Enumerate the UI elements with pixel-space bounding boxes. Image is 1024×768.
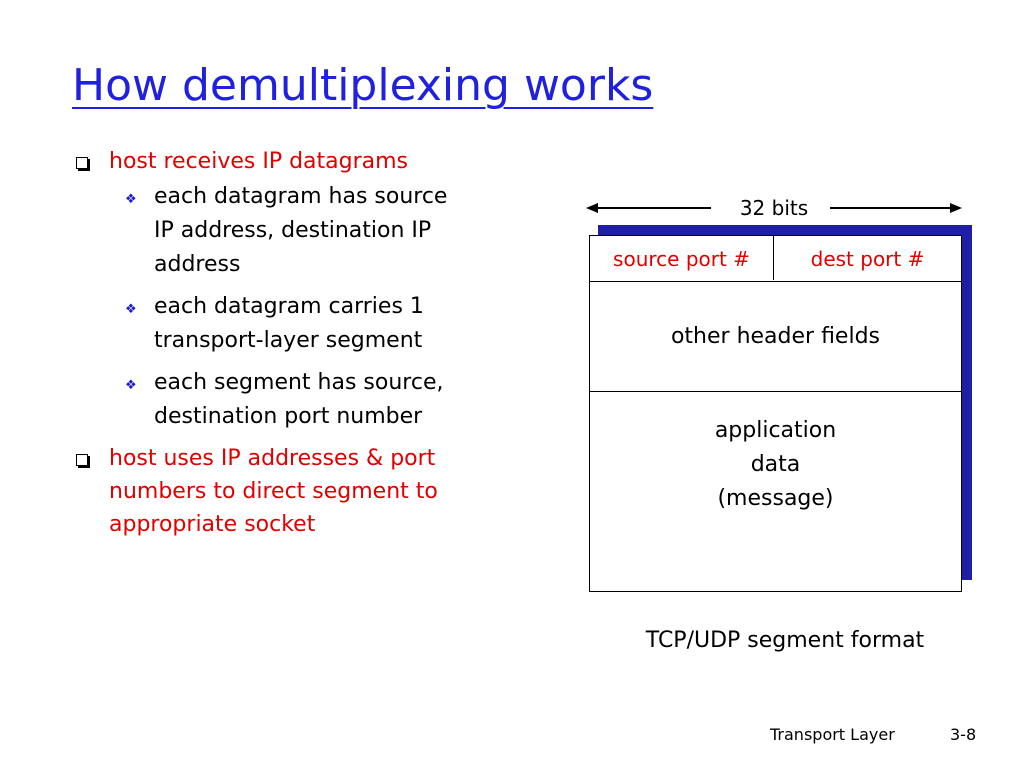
source-port-field: source port # (590, 236, 774, 280)
sub-bullet-line: transport-layer segment (154, 328, 423, 353)
sub-bullet-list: ❖ each datagram has source IP address, d… (70, 180, 530, 434)
app-data-line: application (714, 418, 837, 443)
diagram-caption: TCP/UDP segment format (645, 628, 925, 653)
sub-bullet-line: each datagram has source (154, 184, 448, 209)
sub-bullet-line: each datagram carries 1 (154, 294, 424, 319)
sub-bullet-line: destination port number (154, 404, 423, 429)
bullet-list: host receives IP datagrams ❖ each datagr… (70, 145, 530, 541)
sub-bullet-line: each segment has source, (154, 370, 444, 395)
bullet-host-receives: host receives IP datagrams (70, 145, 530, 178)
bullet-host-uses: host uses IP addresses & port numbers to… (70, 442, 530, 541)
sub-bullet-line: address (154, 252, 241, 277)
app-data-line: data (750, 452, 801, 477)
diamond-bullet-icon: ❖ (125, 302, 137, 317)
other-header-fields: other header fields (590, 282, 961, 392)
footer-section: Transport Layer (770, 725, 895, 744)
diamond-bullet-icon: ❖ (125, 192, 137, 207)
application-data-field: application data (message) (590, 414, 961, 516)
bullet-text-line: appropriate socket (109, 512, 316, 537)
width-indicator: 32 bits (586, 194, 962, 222)
slide-title: How demultiplexing works (72, 60, 654, 111)
port-row: source port # dest port # (590, 236, 961, 282)
sub-bullet-source-ip: ❖ each datagram has source IP address, d… (115, 180, 530, 282)
square-bullet-icon (76, 454, 88, 466)
width-label: 32 bits (739, 196, 809, 220)
bullet-text-line: numbers to direct segment to (109, 479, 438, 504)
footer-page-number: 3-8 (950, 725, 977, 744)
sub-bullet-line: IP address, destination IP (154, 218, 432, 243)
bullet-text-line: host uses IP addresses & port (109, 446, 436, 471)
diamond-bullet-icon: ❖ (125, 378, 137, 393)
double-arrow-icon (586, 203, 962, 213)
sub-bullet-port-number: ❖ each segment has source, destination p… (115, 366, 530, 434)
dest-port-field: dest port # (810, 247, 925, 271)
app-data-line: (message) (717, 486, 834, 511)
segment-format-diagram: source port # dest port # other header f… (589, 235, 962, 592)
square-bullet-icon (76, 157, 88, 169)
bullet-text: host receives IP datagrams (109, 149, 409, 174)
sub-bullet-carries-segment: ❖ each datagram carries 1 transport-laye… (115, 290, 530, 358)
